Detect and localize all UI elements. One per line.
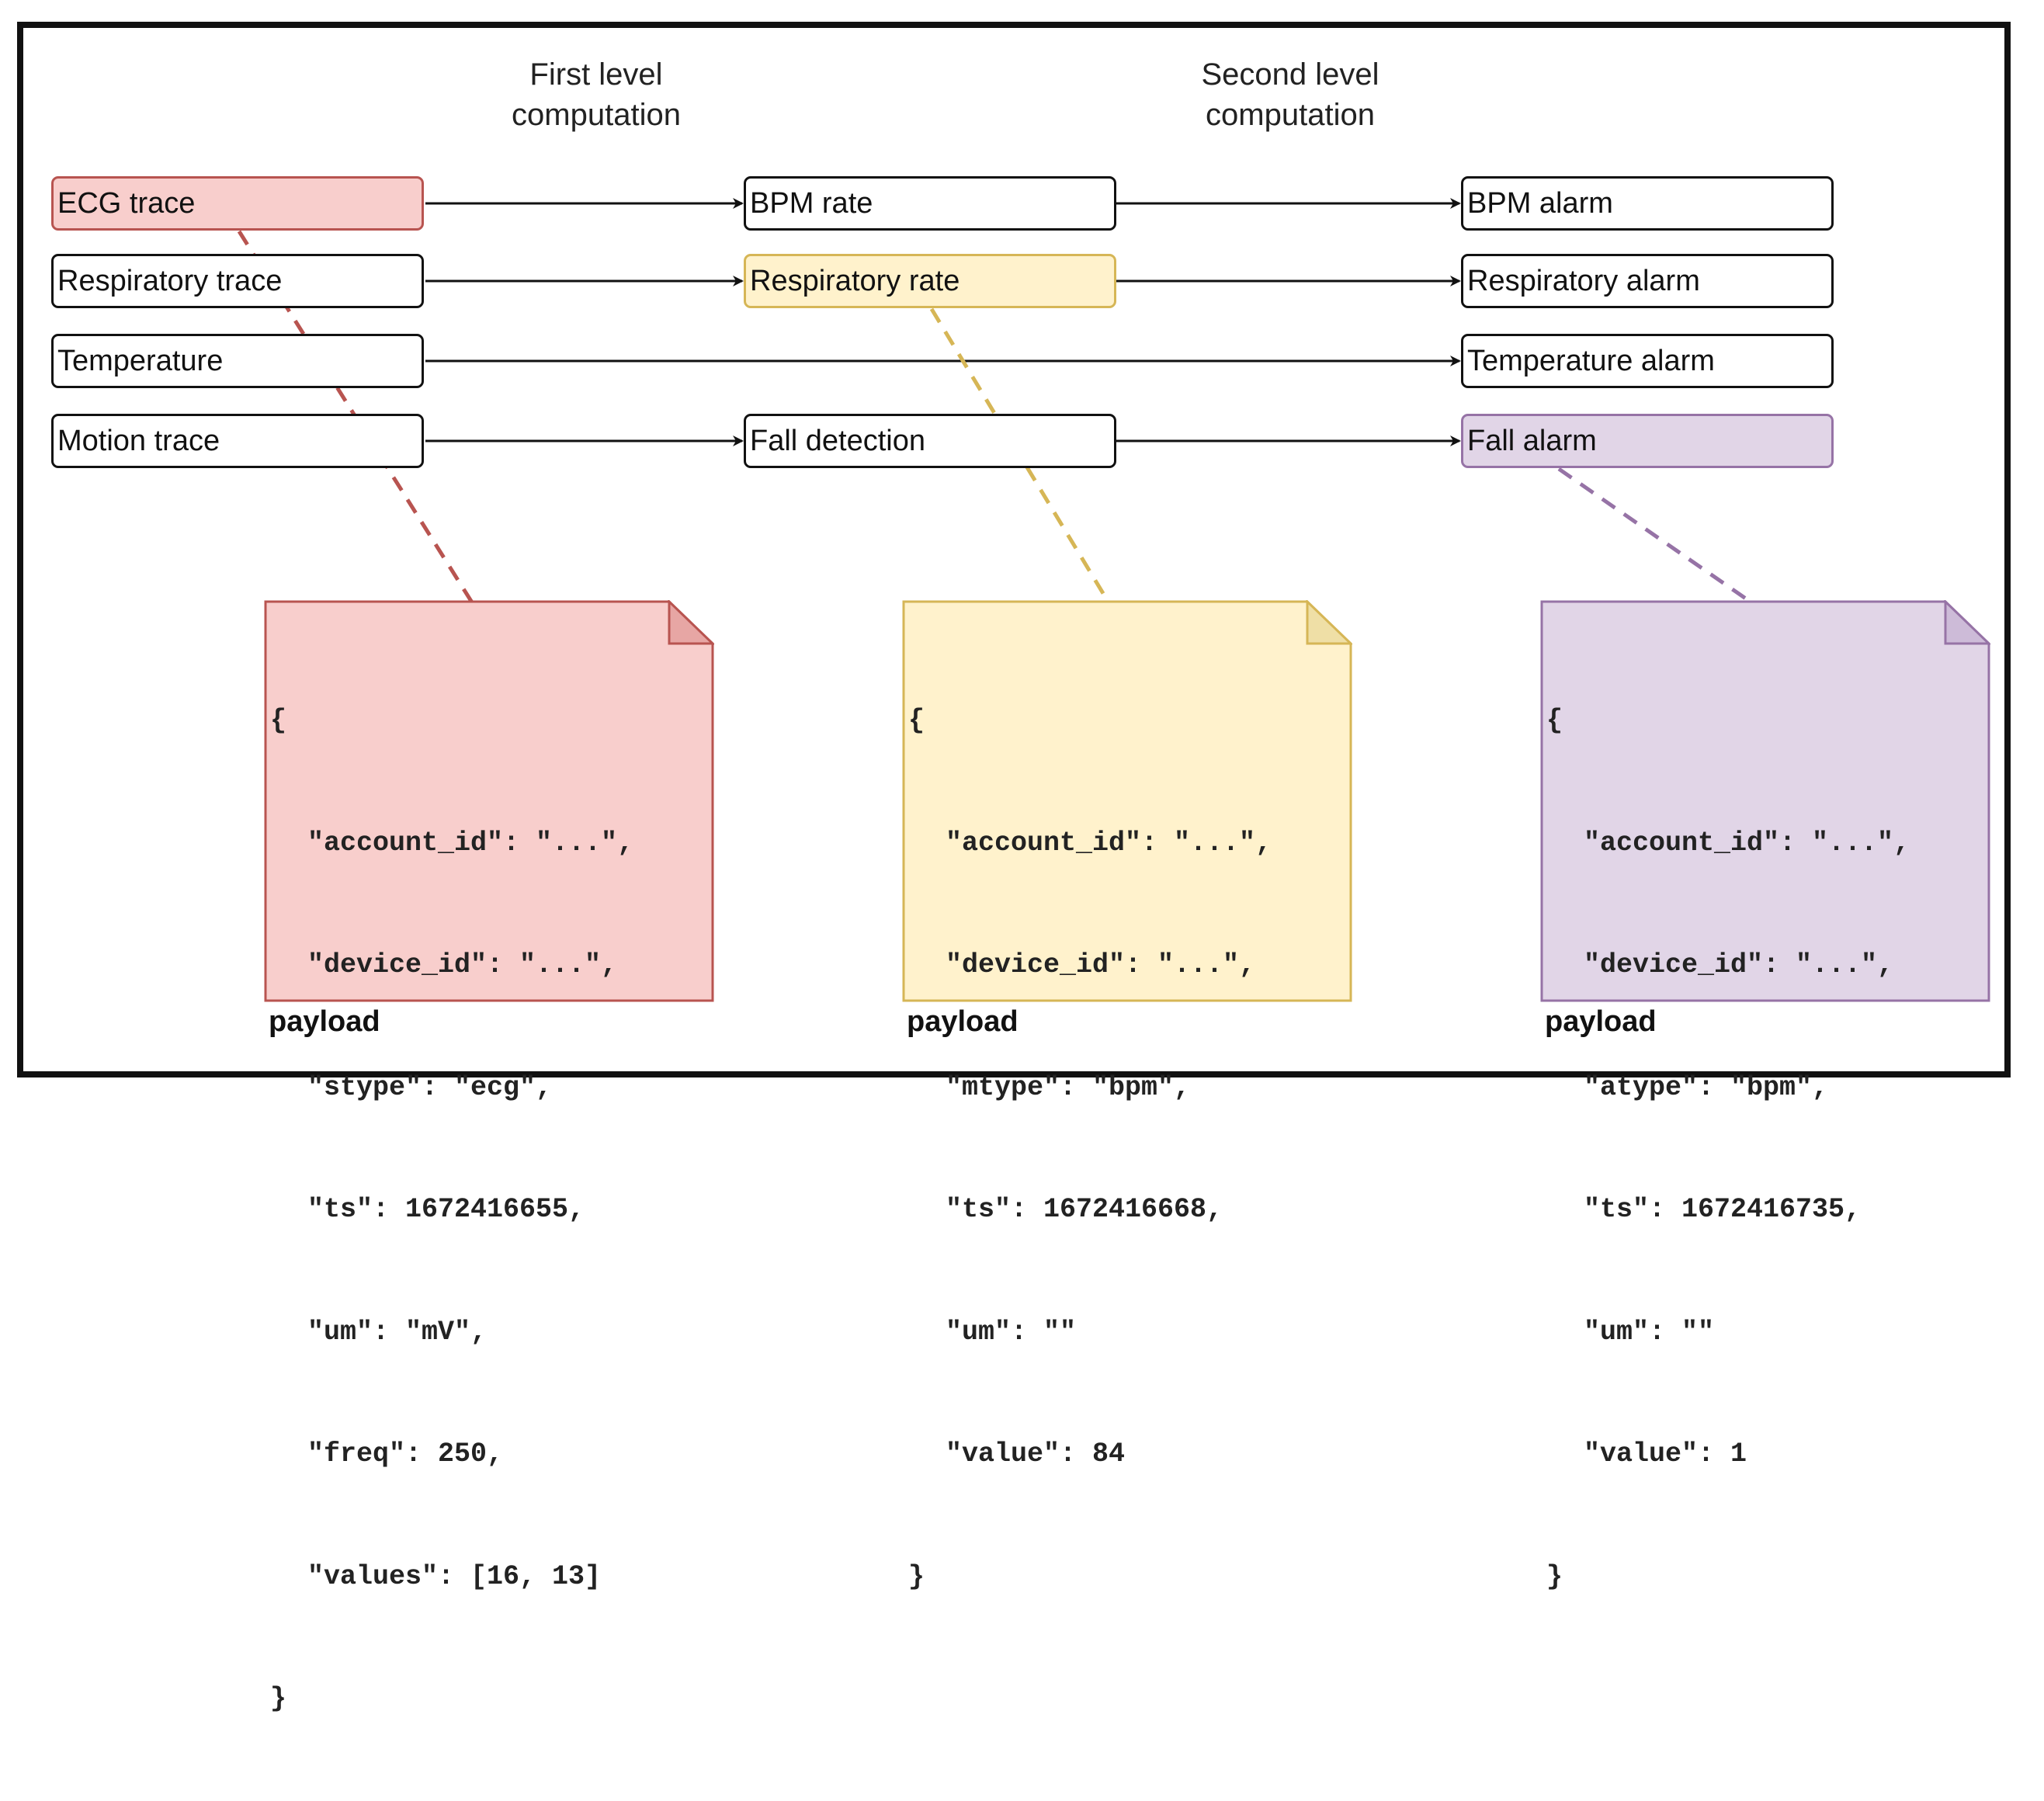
node-temperature: Temperature [51, 334, 424, 388]
heading-second-line1: Second level [1201, 57, 1379, 92]
json-line: "atype": "bpm", [1584, 1071, 1829, 1103]
payload-note-ecg: { "account_id": "...", "device_id": "...… [264, 600, 714, 1714]
node-motion-trace: Motion trace [51, 414, 424, 468]
heading-first-level: First level computation [456, 54, 736, 135]
json-open-brace: { [270, 705, 287, 736]
note-fold [1306, 600, 1352, 645]
json-line: "device_id": "...", [1584, 949, 1894, 980]
json-line: "um": "" [946, 1316, 1077, 1348]
json-line: "value": 1 [1584, 1438, 1747, 1470]
json-open-brace: { [1546, 705, 1563, 736]
json-line: "account_id": "...", [1584, 827, 1910, 859]
payload-json-ecg: { "account_id": "...", "device_id": "...… [270, 619, 683, 1801]
heading-first-line1: First level [529, 57, 663, 92]
payload-json-respiratory-rate: { "account_id": "...", "device_id": "...… [908, 619, 1321, 1678]
json-line: "um": "mV", [307, 1316, 488, 1348]
json-line: "account_id": "...", [307, 827, 634, 859]
json-close-brace: } [1546, 1560, 1563, 1592]
node-fall-detection: Fall detection [744, 414, 1116, 468]
payload-note-respiratory-rate: { "account_id": "...", "device_id": "...… [902, 600, 1352, 1592]
heading-second-line2: computation [1206, 98, 1375, 132]
json-line: "account_id": "...", [946, 827, 1272, 859]
note-fold [1944, 600, 1990, 645]
heading-second-level: Second level computation [1150, 54, 1430, 135]
json-line: "device_id": "...", [946, 949, 1256, 980]
note-fold [668, 600, 714, 645]
payload-caption-fall-alarm: payload [1545, 1005, 1657, 1038]
note-shape [1540, 600, 1990, 1002]
payload-caption-ecg: payload [269, 1005, 380, 1038]
json-line: "ts": 1672416655, [307, 1194, 585, 1225]
json-open-brace: { [908, 705, 925, 736]
node-bpm-rate: BPM rate [744, 176, 1116, 231]
json-line: "values": [16, 13] [307, 1560, 602, 1592]
note-shape [902, 600, 1352, 1002]
json-close-brace: } [908, 1560, 925, 1592]
json-line: "um": "" [1584, 1316, 1715, 1348]
node-bpm-alarm: BPM alarm [1461, 176, 1834, 231]
json-line: "stype": "ecg", [307, 1071, 553, 1103]
dashed-link-fall-alarm-payload [1557, 467, 1753, 605]
node-ecg-trace: ECG trace [51, 176, 424, 231]
json-close-brace: } [270, 1683, 287, 1714]
node-fall-alarm: Fall alarm [1461, 414, 1834, 468]
node-respiratory-alarm: Respiratory alarm [1461, 254, 1834, 308]
note-shape [264, 600, 714, 1002]
node-respiratory-rate: Respiratory rate [744, 254, 1116, 308]
heading-first-line2: computation [512, 98, 681, 132]
payload-json-fall-alarm: { "account_id": "...", "device_id": "...… [1546, 619, 1959, 1678]
json-line: "value": 84 [946, 1438, 1126, 1470]
json-line: "freq": 250, [307, 1438, 504, 1470]
json-line: "mtype": "bpm", [946, 1071, 1191, 1103]
json-line: "device_id": "...", [307, 949, 618, 980]
node-temperature-alarm: Temperature alarm [1461, 334, 1834, 388]
json-line: "ts": 1672416668, [946, 1194, 1223, 1225]
payload-note-fall-alarm: { "account_id": "...", "device_id": "...… [1540, 600, 1990, 1592]
payload-caption-respiratory-rate: payload [907, 1005, 1019, 1038]
json-line: "ts": 1672416735, [1584, 1194, 1862, 1225]
node-respiratory-trace: Respiratory trace [51, 254, 424, 308]
